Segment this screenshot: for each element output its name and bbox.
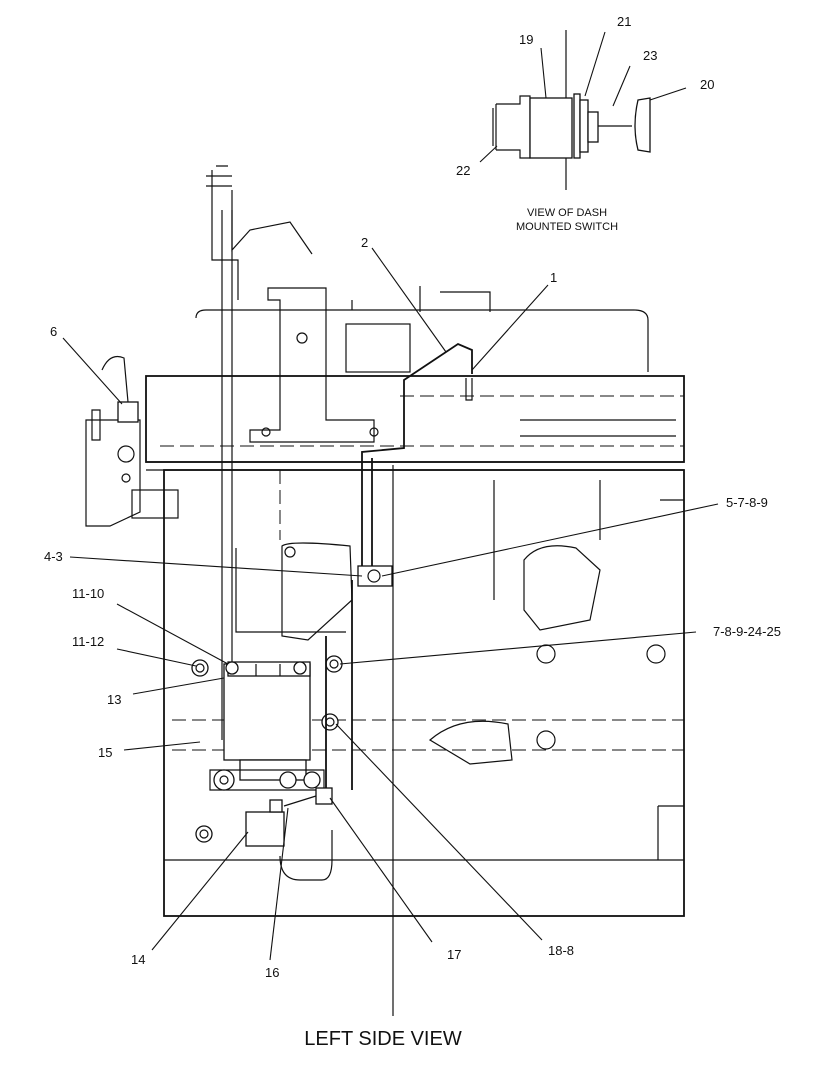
callout-2: 2 [361,235,368,250]
callout-13: 13 [107,692,121,707]
callout-11-12: 11-12 [72,634,104,649]
callout-5-7-8-9: 5-7-8-9 [726,495,768,510]
leader-lines [62,247,719,961]
engine-left-side [85,165,685,1016]
callout-labels: 19 21 23 20 22 1 2 6 5-7-8-9 4-3 11-10 7… [44,14,781,980]
callout-14: 14 [131,952,145,967]
callout-16: 16 [265,965,279,980]
callout-1: 1 [550,270,557,285]
dash-switch-inset [479,30,687,190]
callout-22: 22 [456,163,470,178]
callout-21: 21 [617,14,631,29]
callout-7-8-9-24-25: 7-8-9-24-25 [713,624,781,639]
callout-17: 17 [447,947,461,962]
callout-19: 19 [519,32,533,47]
callout-23: 23 [643,48,657,63]
callout-15: 15 [98,745,112,760]
view-title: LEFT SIDE VIEW [304,1028,462,1050]
callout-20: 20 [700,77,714,92]
callout-18-8: 18-8 [548,943,574,958]
callout-11-10: 11-10 [72,586,104,601]
callout-4-3: 4-3 [44,549,63,564]
inset-caption-line2: MOUNTED SWITCH [516,221,618,233]
inset-caption-line1: VIEW OF DASH [527,207,607,219]
callout-6: 6 [50,324,57,339]
